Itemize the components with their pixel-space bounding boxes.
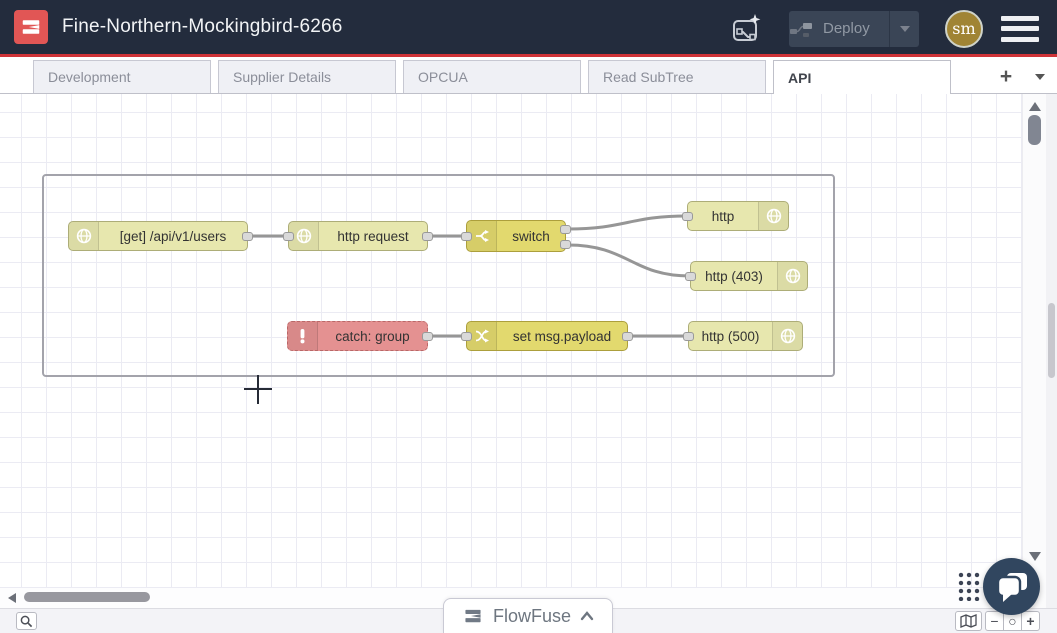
zoom-out-button[interactable]: − [985,611,1004,631]
tab-supplier-details[interactable]: Supplier Details [218,60,396,93]
instance-title: Fine-Northern-Mockingbird-6266 [62,16,343,37]
tab-label: API [788,69,812,86]
node-port[interactable] [283,232,294,241]
node-http-response-403[interactable]: http (403) [685,261,808,291]
tab-label: Supplier Details [233,69,332,85]
user-avatar[interactable]: sm [945,9,983,48]
vertical-scroll-thumb[interactable] [1028,115,1041,145]
node-label: http request [337,228,409,244]
horizontal-scroll-thumb[interactable] [24,592,150,602]
node-http-response-500[interactable]: http (500) [683,321,803,351]
node-port[interactable] [422,232,433,241]
menu-bar-icon [1001,36,1039,42]
chevron-down-icon [899,25,910,32]
globe-icon [69,222,99,250]
page-scroll-thumb[interactable] [1048,303,1055,378]
globe-icon [758,202,788,230]
node-http-in[interactable]: [get] /api/v1/users [68,221,253,251]
node-port[interactable] [683,332,694,341]
node-port[interactable] [560,225,571,234]
globe-icon [777,262,807,290]
tab-actions: + [989,60,1057,93]
search-flows-button[interactable] [16,612,37,630]
search-icon [20,615,33,627]
flow-canvas: [get] /api/v1/users http request switch … [0,94,1057,633]
node-label: switch [512,228,550,244]
chevron-down-icon [1035,73,1045,80]
scroll-down-icon[interactable] [1029,552,1041,561]
wire[interactable] [567,243,691,278]
chat-icon [996,572,1027,602]
tab-label: Development [48,69,131,85]
deploy-button[interactable]: Deploy [789,10,919,47]
node-port[interactable] [461,332,472,341]
node-http-response[interactable]: http [682,201,789,231]
node-port[interactable] [682,212,693,221]
scroll-left-icon[interactable] [8,593,16,603]
tab-opcua[interactable]: OPCUA [403,60,581,93]
navigator-button[interactable] [955,611,982,631]
deploy-label: Deploy [823,20,870,37]
globe-icon [289,222,319,250]
node-label: [get] /api/v1/users [119,228,227,244]
node-label: http (403) [705,268,763,284]
node-switch[interactable]: switch [461,220,571,252]
node-catch[interactable]: catch: group [287,321,433,351]
deploy-nodes-icon [790,22,812,37]
tab-development[interactable]: Development [33,60,211,93]
node-label: http (500) [701,328,760,344]
vertical-scrollbar [1022,94,1046,608]
header-bar: Fine-Northern-Mockingbird-6266 Deploy [0,0,1057,57]
flowfuse-logo-glyph [22,20,40,34]
menu-bar-icon [1001,15,1039,21]
change-icon [467,322,497,350]
flow-group[interactable] [42,174,835,377]
ai-assistant-icon[interactable] [725,9,767,49]
tab-api-active[interactable]: API [773,60,951,94]
crosshair-cursor [244,388,272,390]
fork-icon [467,221,497,251]
zoom-controls: − ○ + [985,611,1040,631]
wire[interactable] [567,214,688,231]
tab-label: OPCUA [418,69,468,85]
map-icon [960,614,977,628]
header-actions: Deploy sm [725,0,1057,57]
deploy-options-button[interactable] [889,10,919,47]
node-port[interactable] [422,332,433,341]
node-change[interactable]: set msg.payload [461,321,633,351]
workspace-tab-bar: Development Supplier Details OPCUA Read … [0,60,1057,94]
flowfuse-label: FlowFuse [492,605,572,626]
node-port[interactable] [242,232,253,241]
chat-widget-button[interactable] [983,558,1040,615]
main-menu-button[interactable] [1001,15,1039,42]
tab-read-subtree[interactable]: Read SubTree [588,60,766,93]
scroll-up-icon[interactable] [1029,102,1041,111]
tab-label: Read SubTree [603,69,694,85]
menu-bar-icon [1001,26,1039,31]
node-port[interactable] [560,240,571,249]
node-port[interactable] [461,232,472,241]
node-http-request[interactable]: http request [283,221,433,251]
exclamation-icon [288,322,318,350]
node-port[interactable] [685,272,696,281]
tab-list-button[interactable] [1023,73,1057,80]
page-scrollbar [1046,94,1057,608]
flowfuse-logo-icon[interactable] [14,10,48,44]
flowfuse-footer-button[interactable]: FlowFuse [443,598,613,633]
avatar-initials: sm [952,19,976,38]
node-port[interactable] [622,332,633,341]
node-label: catch: group [335,328,410,344]
chevron-up-icon [580,611,594,621]
zoom-in-button[interactable]: + [1021,611,1040,631]
add-tab-button[interactable]: + [999,64,1013,88]
globe-icon [772,322,802,350]
node-label: set msg.payload [512,328,612,344]
widget-drag-handle[interactable] [956,570,980,601]
flowfuse-logo-icon [465,609,481,623]
node-label: http [711,208,735,224]
